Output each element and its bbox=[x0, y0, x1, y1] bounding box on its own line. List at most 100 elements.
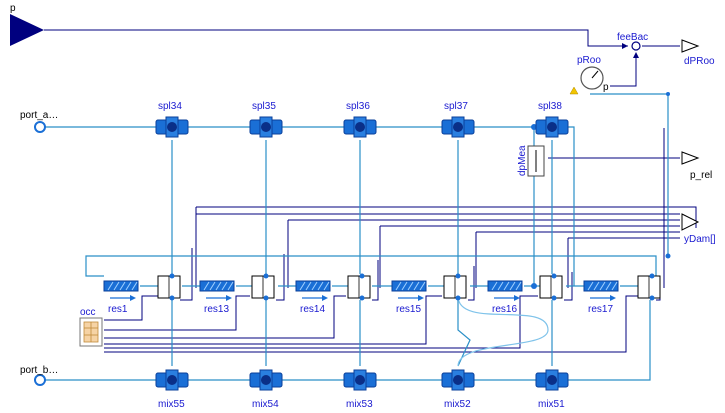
mix51-label: mix51 bbox=[538, 399, 565, 410]
res15-body bbox=[391, 280, 427, 292]
junction-dot-yDam bbox=[665, 253, 671, 259]
res13-hatch bbox=[209, 281, 216, 291]
res13-body bbox=[199, 280, 235, 292]
p-rel-output-connector[interactable] bbox=[681, 151, 700, 165]
mix51-mixer[interactable] bbox=[535, 369, 569, 391]
res17-hatch bbox=[599, 281, 606, 291]
res15-hatch bbox=[413, 281, 420, 291]
damper-block-3[interactable] bbox=[347, 273, 371, 301]
pipe-mix52-curve bbox=[457, 295, 549, 367]
wire-occ-2 bbox=[104, 295, 250, 331]
wire-fb-2 bbox=[276, 254, 285, 301]
wire-occ-5 bbox=[104, 295, 538, 349]
fluid-wires bbox=[42, 93, 669, 381]
dpMea-label: dpMea bbox=[517, 145, 528, 176]
port-a-connector[interactable] bbox=[34, 121, 46, 133]
spl38-label: spl38 bbox=[538, 101, 562, 112]
damper-port-top bbox=[455, 273, 461, 279]
pipe-spl38-out bbox=[566, 126, 575, 286]
spl35-core bbox=[261, 122, 271, 132]
res14-hatch bbox=[317, 281, 324, 291]
port-b-connector[interactable] bbox=[34, 374, 46, 386]
signal-wires bbox=[44, 29, 697, 353]
res13-resistance[interactable]: res13 bbox=[199, 280, 235, 315]
yDam-output-connector[interactable] bbox=[681, 213, 700, 231]
mix53-core bbox=[355, 375, 365, 385]
mix55-core bbox=[167, 375, 177, 385]
res17-hatch bbox=[587, 281, 594, 291]
damper-port-bottom bbox=[359, 295, 365, 301]
mix52-mixer[interactable] bbox=[441, 369, 475, 391]
res14-resistance[interactable]: res14 bbox=[295, 280, 331, 315]
wire-occ-1 bbox=[104, 295, 158, 321]
damper-port-bottom bbox=[455, 295, 461, 301]
port-a-label: port_a… bbox=[20, 110, 58, 121]
wire-occ-4 bbox=[104, 295, 442, 345]
spl36-core bbox=[355, 122, 365, 132]
spl38-splitter[interactable] bbox=[535, 116, 569, 138]
damper-block-6[interactable] bbox=[637, 273, 661, 301]
feeBac-block[interactable] bbox=[631, 41, 641, 51]
res14-body bbox=[295, 280, 331, 292]
wire-p-feeBac bbox=[44, 29, 628, 47]
res14-hatch bbox=[299, 281, 306, 291]
dPRoo-label: dPRoo bbox=[684, 56, 715, 67]
damper-block-2[interactable] bbox=[251, 273, 275, 301]
damper-port-bottom bbox=[169, 295, 175, 301]
damper-block-5[interactable] bbox=[539, 273, 563, 301]
res1-hatch bbox=[107, 281, 114, 291]
pRoo-port-label: p bbox=[603, 82, 609, 93]
spl36-splitter[interactable] bbox=[343, 116, 377, 138]
spl36-label: spl36 bbox=[346, 101, 370, 112]
port-b-label: port_b… bbox=[20, 365, 58, 376]
feeBac-label: feeBac bbox=[617, 32, 648, 43]
pipe-return-end bbox=[566, 300, 651, 381]
wire-occ-6 bbox=[104, 295, 638, 353]
yDam-label: yDam[] bbox=[684, 234, 716, 245]
dpMea-dot-bot bbox=[531, 283, 537, 289]
feeBac-arrow-up bbox=[633, 52, 639, 58]
mix53-label: mix53 bbox=[346, 399, 373, 410]
junction-dot-pRoo bbox=[666, 92, 670, 96]
dPRoo-output-connector[interactable] bbox=[681, 39, 700, 53]
spl35-splitter[interactable] bbox=[249, 116, 283, 138]
damper-block-1[interactable] bbox=[157, 273, 181, 301]
damper-port-top bbox=[649, 273, 655, 279]
res16-resistance[interactable]: res16 bbox=[487, 280, 523, 315]
res17-resistance[interactable]: res17 bbox=[583, 280, 619, 315]
wire-fb-5 bbox=[564, 272, 573, 301]
wire-occ-3 bbox=[104, 295, 346, 339]
res17-hatch bbox=[611, 281, 618, 291]
wire-pRoo-feeBac bbox=[610, 54, 637, 87]
wire-ydam-1 bbox=[196, 206, 697, 228]
wire-fb-4 bbox=[468, 266, 475, 301]
wire-fb-1 bbox=[180, 248, 193, 301]
res17-hatch bbox=[593, 281, 600, 291]
mix52-core bbox=[453, 375, 463, 385]
res14-arrow-head bbox=[322, 295, 328, 301]
res13-hatch bbox=[203, 281, 210, 291]
damper-block-4[interactable] bbox=[443, 273, 467, 301]
res17-body bbox=[583, 280, 619, 292]
spl34-splitter[interactable] bbox=[155, 116, 189, 138]
res16-arrow-head bbox=[514, 295, 520, 301]
res14-label: res14 bbox=[300, 304, 325, 315]
damper-port-top bbox=[551, 273, 557, 279]
res15-hatch bbox=[395, 281, 402, 291]
spl34-label: spl34 bbox=[158, 101, 182, 112]
res1-arrow-head bbox=[130, 295, 136, 301]
res1-label: res1 bbox=[108, 304, 128, 315]
spl37-splitter[interactable] bbox=[441, 116, 475, 138]
p-input-connector[interactable] bbox=[10, 14, 44, 46]
res17-arrow-head bbox=[610, 295, 616, 301]
res15-resistance[interactable]: res15 bbox=[391, 280, 427, 315]
res13-hatch bbox=[221, 281, 228, 291]
res14-hatch bbox=[323, 281, 330, 291]
wire-fb-3 bbox=[372, 260, 379, 301]
mix53-mixer[interactable] bbox=[343, 369, 377, 391]
res1-resistance[interactable]: res1 bbox=[103, 280, 139, 315]
mix54-mixer[interactable] bbox=[249, 369, 283, 391]
damper-port-bottom bbox=[551, 295, 557, 301]
mix55-mixer[interactable] bbox=[155, 369, 189, 391]
res13-hatch bbox=[215, 281, 222, 291]
